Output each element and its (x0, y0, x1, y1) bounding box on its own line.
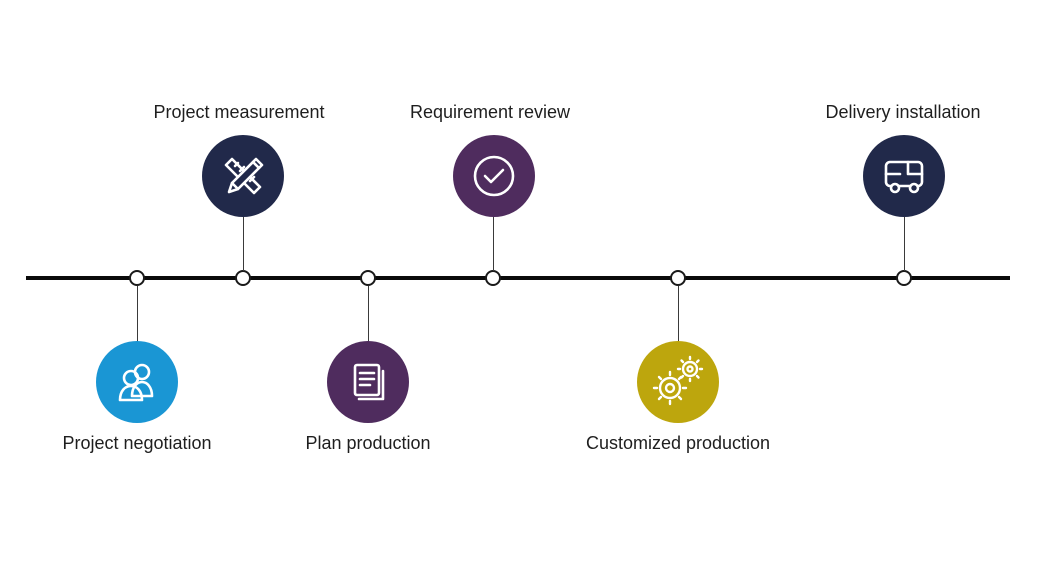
truck-icon (884, 160, 924, 194)
step-circle-plan-production (327, 341, 409, 423)
step-circle-project-negotiation (96, 341, 178, 423)
document-icon (353, 363, 385, 401)
timeline-node-plan-production (360, 270, 376, 286)
connector-project-negotiation (137, 286, 138, 342)
pencil-ruler-icon (224, 157, 264, 195)
step-label-plan-production: Plan production (305, 433, 431, 453)
connector-delivery-installation (904, 215, 905, 271)
timeline-node-delivery-installation (896, 270, 912, 286)
checkmark-circle-icon (473, 155, 515, 197)
step-circle-project-measurement (202, 135, 284, 217)
timeline-node-project-negotiation (129, 270, 145, 286)
step-label-delivery-installation: Delivery installation (825, 102, 981, 122)
gears-icon (652, 355, 704, 406)
step-circle-delivery-installation (863, 135, 945, 217)
timeline-node-project-measurement (235, 270, 251, 286)
step-label-customized-production: Customized production (585, 433, 771, 453)
users-icon (118, 363, 154, 402)
timeline-node-customized-production (670, 270, 686, 286)
timeline-line (26, 276, 1010, 280)
step-circle-requirement-review (453, 135, 535, 217)
step-label-project-measurement: Project measurement (153, 102, 325, 122)
connector-plan-production (368, 286, 369, 342)
connector-project-measurement (243, 215, 244, 271)
connector-customized-production (678, 286, 679, 342)
step-circle-customized-production (637, 341, 719, 423)
step-label-project-negotiation: Project negotiation (62, 433, 212, 453)
step-label-requirement-review: Requirement review (409, 102, 571, 122)
connector-requirement-review (493, 215, 494, 271)
timeline-node-requirement-review (485, 270, 501, 286)
